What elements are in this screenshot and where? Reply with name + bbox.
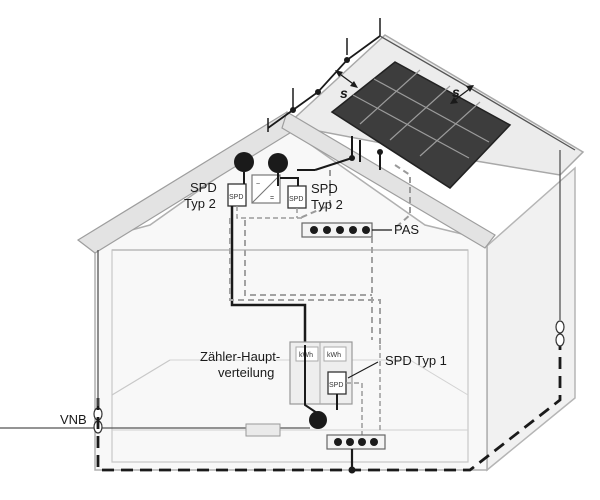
separation-distance-left: s	[335, 70, 358, 101]
label-spd-left-1: SPD	[190, 180, 217, 195]
label-vnb: VNB	[60, 412, 87, 427]
label-spd-right-1: SPD	[311, 181, 338, 196]
house-side-wall	[486, 166, 576, 472]
black-ball-right	[268, 153, 288, 173]
black-ball-left	[234, 152, 254, 172]
meter-right: kWh	[327, 352, 341, 359]
earthing-ring	[96, 345, 562, 472]
svg-text:~: ~	[256, 181, 260, 188]
solar-panel-array	[330, 61, 512, 189]
pas-bar-lower	[326, 434, 386, 474]
down-conductor-right	[555, 150, 565, 347]
spd-box-right: SPD	[287, 185, 307, 209]
separation-distance-right: s	[450, 84, 474, 104]
pas-bar-upper	[301, 222, 392, 238]
s-label-left: s	[340, 85, 348, 101]
air-termination-rods	[267, 18, 381, 132]
label-zaehler-2: verteilung	[218, 365, 274, 380]
svg-text:SPD: SPD	[289, 196, 303, 203]
attic-wiring	[243, 169, 315, 186]
utility-line	[0, 407, 310, 437]
inverter-box: ~ =	[251, 174, 281, 204]
equipotential-dashed	[229, 218, 381, 345]
label-spd-left-2: Typ 2	[184, 196, 216, 211]
label-pas: PAS	[394, 222, 419, 237]
black-ball-main	[309, 411, 327, 429]
main-feed-cable	[230, 206, 307, 345]
pv-grounding-dashed	[299, 164, 411, 229]
s-label-right: s	[452, 84, 460, 100]
svg-text:SPD: SPD	[329, 382, 343, 389]
label-spd-right-2: Typ 2	[311, 197, 343, 212]
spd-box-left: SPD	[227, 183, 247, 207]
label-spd-typ1: SPD Typ 1	[385, 353, 447, 368]
spd-box-main: SPD	[327, 371, 347, 395]
roof-right-edge	[281, 111, 496, 249]
svg-text:SPD: SPD	[229, 194, 243, 201]
svg-text:=: =	[270, 195, 274, 202]
label-zaehler-1: Zähler-Haupt-	[200, 349, 280, 364]
meter-left: kWh	[299, 352, 313, 359]
